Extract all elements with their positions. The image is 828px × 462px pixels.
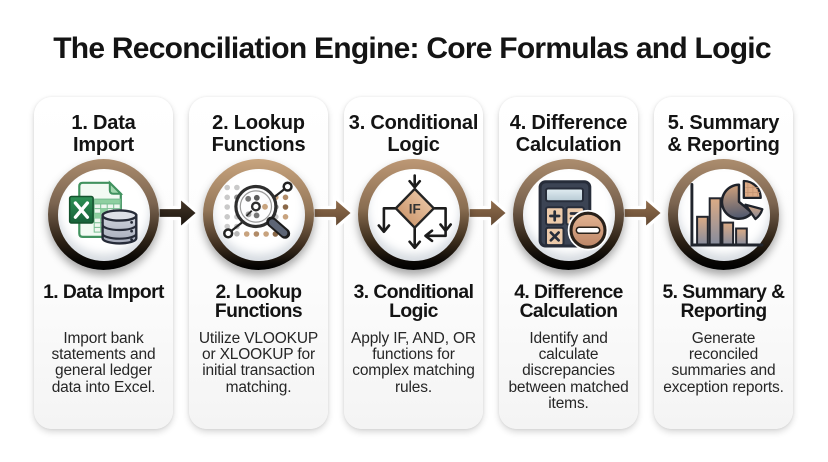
svg-text:IF: IF	[408, 201, 420, 216]
